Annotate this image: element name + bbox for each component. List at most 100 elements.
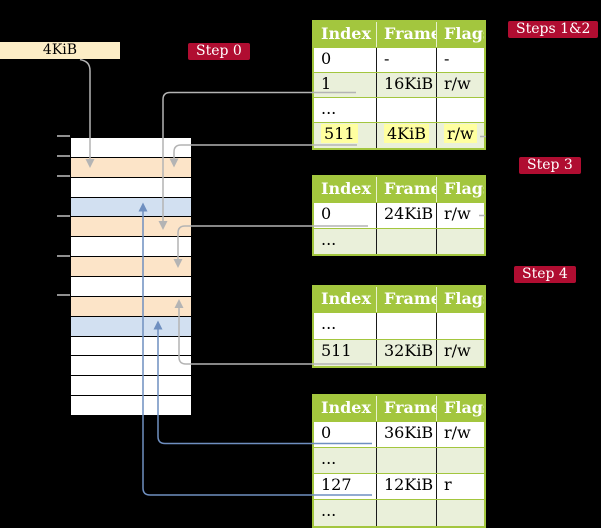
column-header: Index <box>314 22 377 47</box>
column-header: Frame <box>377 287 437 312</box>
cell-value: 1 <box>321 74 332 93</box>
memory-frame-row-free <box>71 356 191 377</box>
cell-value: r/w <box>444 74 471 93</box>
table-cell <box>437 313 484 339</box>
table-cell: 1 <box>314 73 377 97</box>
cell-value: ... <box>321 449 337 468</box>
table-cell: ... <box>314 98 377 122</box>
table-row: 127 12KiB r <box>314 474 484 500</box>
column-header: Flags <box>444 24 484 43</box>
table-cell: ... <box>314 313 377 339</box>
table-cell: - <box>437 48 484 72</box>
table-cell <box>437 500 484 526</box>
table-row: 511 32KiB r/w <box>314 339 484 367</box>
table-cell: r <box>437 474 484 499</box>
memory-frame-row-free <box>71 336 191 357</box>
table-cell: 511 <box>314 339 377 366</box>
table-row: ... <box>314 98 484 123</box>
cell-value: 0 <box>321 204 332 223</box>
column-header: Flags <box>444 289 484 308</box>
table-cell <box>377 313 437 339</box>
table-cell <box>377 500 437 526</box>
memory-frame-row-pt <box>71 296 191 317</box>
step3-badge: Step 3 <box>519 157 581 174</box>
memory-frame-row-pt <box>71 157 191 178</box>
memory-frame-row-pt <box>71 217 191 238</box>
table-header-row: IndexFrameFlags <box>314 177 484 203</box>
table-cell: 511 <box>314 123 377 148</box>
step0-badge: Step 0 <box>188 43 250 60</box>
table-cell <box>377 228 437 254</box>
column-header: Index <box>314 396 377 421</box>
address-tick <box>57 175 70 177</box>
cell-value: 12KiB <box>384 475 434 494</box>
table-cell: r/w <box>437 203 484 228</box>
table-cell: r/w <box>437 73 484 97</box>
cell-value: r/w <box>444 423 471 442</box>
cell-value: 16KiB <box>384 74 434 93</box>
table-cell: r/w <box>437 422 484 447</box>
frame-size-label: 4KiB <box>0 42 120 59</box>
table-cell: 16KiB <box>377 73 437 97</box>
table-cell <box>377 98 437 122</box>
table-row: ... <box>314 313 484 340</box>
table-row: 0-- <box>314 48 484 73</box>
table-cell <box>437 448 484 473</box>
cell-value: r/w <box>444 340 471 360</box>
table-cell: 4KiB <box>377 123 437 148</box>
table-row: ... <box>314 228 484 255</box>
physical-memory-column <box>70 137 192 416</box>
memory-frame-row-free <box>71 237 191 258</box>
cell-value: 24KiB <box>384 204 434 223</box>
table-cell: 12KiB <box>377 474 437 499</box>
table-cell: 32KiB <box>377 339 437 366</box>
table-cell <box>437 229 484 255</box>
memory-frame-row-free <box>71 177 191 198</box>
table-cell: 24KiB <box>377 203 437 228</box>
address-tick <box>57 135 70 137</box>
cell-value: 0 <box>321 423 332 442</box>
table-row: 0 24KiB r/w <box>314 203 484 229</box>
column-header: Index <box>314 177 377 202</box>
table-cell: 0 <box>314 422 377 447</box>
address-tick <box>57 215 70 217</box>
table-cell: ... <box>314 500 377 526</box>
column-header: Frame <box>377 22 437 47</box>
cell-value: r <box>444 475 452 494</box>
table-cell: r/w <box>437 123 484 148</box>
cell-value: ... <box>321 229 337 249</box>
cell-value: - <box>444 49 450 68</box>
step4-badge: Step 4 <box>514 266 576 283</box>
cell-value: 32KiB <box>384 340 434 360</box>
cell-value: 0 <box>321 49 332 68</box>
memory-frame-row-free <box>71 138 191 158</box>
column-header: Flags <box>444 398 484 417</box>
cell-value: 36KiB <box>384 423 434 442</box>
table-cell <box>377 448 437 473</box>
table-row: ... <box>314 500 484 526</box>
table-cell: 0 <box>314 203 377 228</box>
table-row: 1 16KiB r/w <box>314 73 484 98</box>
address-tick <box>57 255 70 257</box>
table-row: ... <box>314 448 484 474</box>
table-cell: 127 <box>314 474 377 499</box>
table-cell <box>437 98 484 122</box>
column-header: Index <box>314 287 377 312</box>
steps12-badge: Steps 1&2 <box>508 21 599 38</box>
cell-value: r/w <box>444 204 471 223</box>
cell-value: 511 <box>321 340 352 360</box>
memory-frame-row-free <box>71 396 191 416</box>
table-cell: ... <box>314 448 377 473</box>
table-cell: r/w <box>437 340 484 367</box>
cell-value: 127 <box>321 475 352 494</box>
table-cell: 36KiB <box>377 422 437 447</box>
column-header: Flags <box>444 179 484 198</box>
address-tick <box>57 294 70 296</box>
column-header: Frame <box>377 396 437 421</box>
table-row: 0 36KiB r/w <box>314 422 484 448</box>
